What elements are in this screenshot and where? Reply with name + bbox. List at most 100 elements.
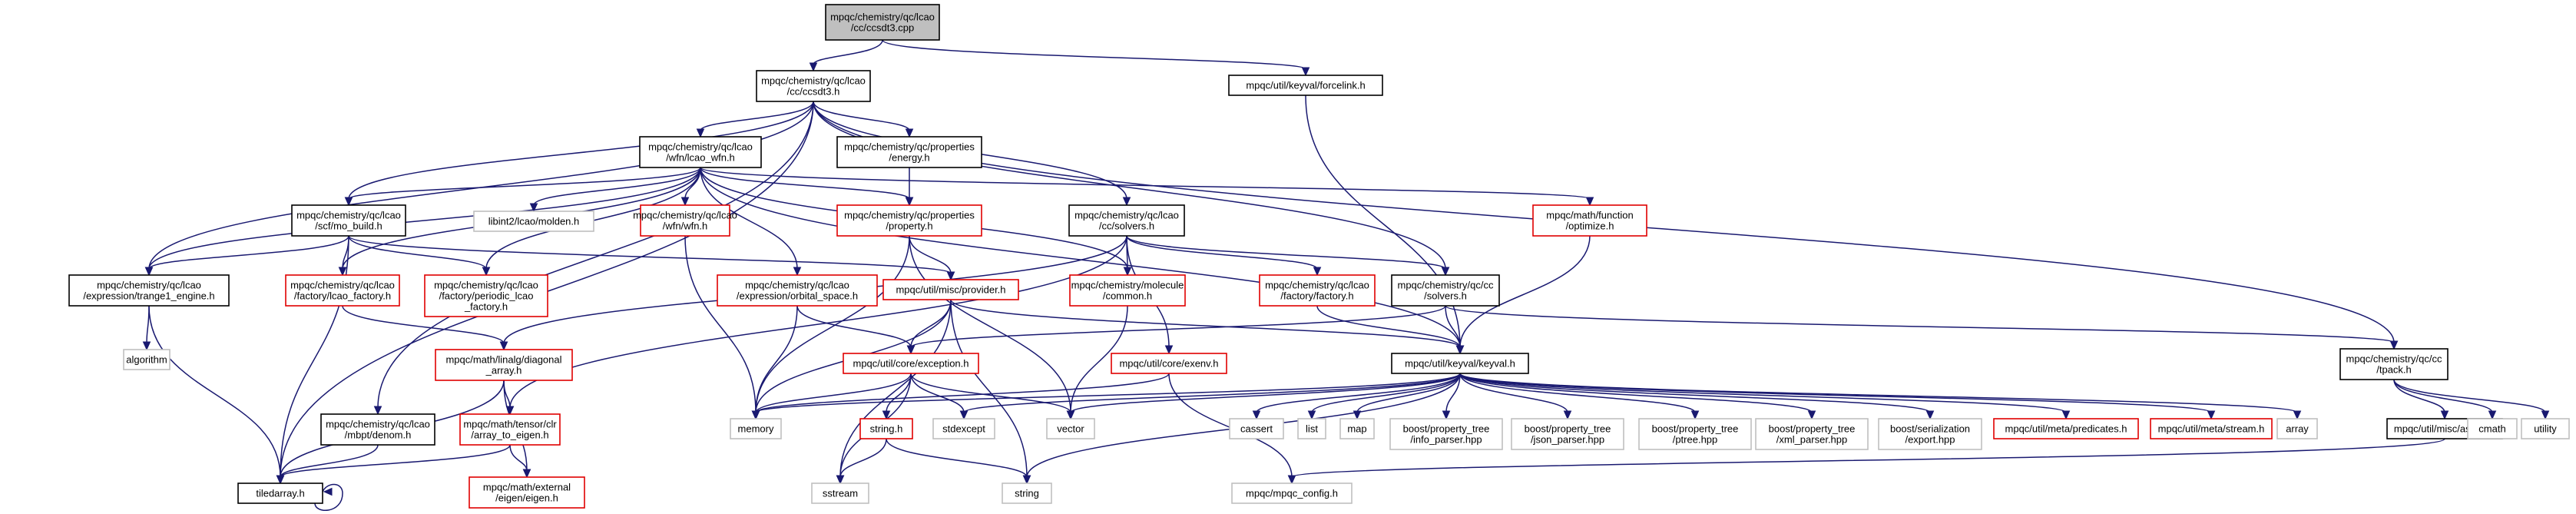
edge-arrow — [276, 235, 349, 485]
edge-arrow — [144, 101, 814, 277]
edge-arrow — [1287, 438, 2445, 485]
node-label: memory — [738, 423, 774, 435]
edge-arrow — [700, 167, 1594, 207]
edge-arrow — [751, 373, 1461, 420]
node-box — [882, 279, 1019, 300]
arrowhead — [1123, 267, 1132, 277]
node-label: list — [1306, 423, 1318, 435]
node-label: boost/property_tree — [1769, 423, 1856, 435]
node-mpqc-chemistry-qc-lcao-cc-ccsdt3-h[interactable]: mpqc/chemistry/qc/lcao/cc/ccsdt3.h — [756, 70, 871, 102]
node-box — [473, 211, 594, 232]
node-box — [291, 204, 406, 237]
arrowhead — [793, 267, 802, 277]
arrowhead — [1066, 410, 1075, 420]
node-mpqc-chemistry-qc-lcao-factory-periodic-lcao-factory-h[interactable]: mpqc/chemistry/qc/lcao/factory/periodic_… — [424, 274, 548, 317]
node-label: /wfn/lcao_wfn.h — [666, 152, 735, 164]
node-boost-property-tree-xml-parser-hpp: boost/property_tree/xml_parser.hpp — [1755, 418, 1869, 450]
edge-arrow — [1459, 373, 2302, 420]
edge-arrow — [696, 101, 814, 138]
node-mpqc-math-function-optimize-h[interactable]: mpqc/math/function/optimize.h — [1532, 204, 1647, 237]
node-mpqc-chemistry-qc-lcao-expression-trange1-engine-h[interactable]: mpqc/chemistry/qc/lcao/expression/trange… — [68, 274, 230, 307]
edge-arrow — [1316, 305, 1465, 355]
node-mpqc-chemistry-qc-properties-energy-h[interactable]: mpqc/chemistry/qc/properties/energy.h — [836, 136, 982, 168]
node-mpqc-chemistry-qc-lcao-wfn-wfn-h[interactable]: mpqc/chemistry/qc/lcao/wfn/wfn.h — [633, 204, 737, 237]
edge-arrow — [344, 167, 701, 207]
node-mpqc-chemistry-molecule-common-h[interactable]: mpqc/chemistry/molecule/common.h — [1069, 274, 1186, 307]
arrowhead — [142, 341, 151, 351]
node-label: map — [1347, 423, 1366, 435]
arrowhead — [906, 345, 916, 355]
node-mpqc-chemistry-qc-lcao-expression-orbital-space-h[interactable]: mpqc/chemistry/qc/lcao/expression/orbita… — [717, 274, 878, 307]
node-box — [1391, 353, 1529, 374]
node-string-h[interactable]: string.h — [859, 418, 913, 439]
node-mpqc-chemistry-qc-properties-property-h[interactable]: mpqc/chemistry/qc/properties/property.h — [836, 204, 982, 237]
node-mpqc-chemistry-qc-lcao-wfn-lcao-wfn-h[interactable]: mpqc/chemistry/qc/lcao/wfn/lcao_wfn.h — [639, 136, 762, 168]
arrowhead — [2488, 410, 2497, 420]
node-label: mpqc/mpqc_config.h — [1246, 488, 1338, 499]
node-box — [1755, 418, 1869, 450]
node-mpqc-util-misc-provider-h[interactable]: mpqc/util/misc/provider.h — [882, 279, 1019, 300]
node-box — [1111, 353, 1227, 374]
node-mpqc-util-core-exenv-h[interactable]: mpqc/util/core/exenv.h — [1111, 353, 1227, 374]
node-label: /factory/periodic_lcao — [439, 290, 534, 302]
node-mpqc-chemistry-qc-lcao-factory-factory-h[interactable]: mpqc/chemistry/qc/lcao/factory/factory.h — [1259, 274, 1376, 307]
arrowhead — [276, 475, 285, 485]
edge-arrow — [1459, 373, 2216, 420]
node-label: boost/property_tree — [1652, 423, 1739, 435]
arrowhead — [905, 197, 914, 207]
node-mpqc-util-meta-predicates-h[interactable]: mpqc/util/meta/predicates.h — [1993, 418, 2139, 439]
node-box — [459, 413, 561, 446]
node-label: mpqc/util/meta/predicates.h — [2005, 423, 2127, 435]
node-box — [237, 482, 323, 504]
node-label: /energy.h — [889, 152, 929, 164]
arrowhead — [1925, 410, 1935, 420]
node-mpqc-chemistry-qc-lcao-scf-mo-build-h[interactable]: mpqc/chemistry/qc/lcao/scf/mo_build.h — [291, 204, 406, 237]
node-box — [639, 136, 762, 168]
node-mpqc-chemistry-qc-lcao-factory-lcao-factory-h[interactable]: mpqc/chemistry/qc/lcao/factory/lcao_fact… — [285, 274, 400, 307]
node-tiledarray-h[interactable]: tiledarray.h — [237, 482, 323, 504]
node-label: mpqc/util/meta/stream.h — [2158, 423, 2265, 435]
node-label: mpqc/util/core/exception.h — [853, 358, 968, 370]
node-box — [1339, 418, 1375, 439]
nodes-layer: mpqc/chemistry/qc/lcao/cc/ccsdt3.cpp mpqc… — [68, 4, 2570, 509]
node-mpqc-math-linalg-diagonal-array-h[interactable]: mpqc/math/linalg/diagonal_array.h — [435, 349, 573, 381]
node-label: array — [2286, 423, 2309, 435]
node-boost-property-tree-ptree-hpp: boost/property_tree/ptree.hpp — [1638, 418, 1752, 450]
node-mpqc-util-meta-stream-h[interactable]: mpqc/util/meta/stream.h — [2150, 418, 2273, 439]
edge-arrow — [276, 444, 511, 485]
edge-arrow — [1459, 373, 1816, 420]
node-label: boost/serialization — [1890, 423, 1970, 435]
node-mpqc-math-external-eigen-eigen-h[interactable]: mpqc/math/external/eigen/eigen.h — [469, 476, 585, 509]
node-label: sstream — [823, 488, 858, 499]
arrowhead — [1252, 410, 1261, 420]
edge-arrow — [1459, 373, 2071, 420]
edge-arrow — [1252, 373, 1461, 420]
node-box — [825, 4, 940, 41]
edge-arrow — [314, 483, 343, 511]
node-sstream: sstream — [811, 482, 869, 504]
node-label: mpqc/chemistry/qc/cc — [2346, 353, 2442, 365]
arrowhead — [1301, 67, 1310, 77]
arrowhead — [1455, 345, 1465, 355]
node-label: boost/property_tree — [1525, 423, 1611, 435]
node-box — [2339, 348, 2449, 380]
edge-arrow — [684, 235, 760, 420]
node-mpqc-chemistry-qc-lcao-mbpt-denom-h[interactable]: mpqc/chemistry/qc/lcao/mbpt/denom.h — [320, 413, 435, 446]
edge-arrow — [1126, 235, 1450, 277]
arrowhead — [882, 410, 891, 420]
edge-arrow — [882, 373, 912, 420]
node-label: mpqc/chemistry/qc/lcao — [296, 210, 401, 221]
node-label: /cc/ccsdt3.cpp — [851, 22, 914, 34]
arrowhead — [2293, 410, 2302, 420]
node-label: mpqc/chemistry/qc/lcao — [633, 210, 737, 221]
node-mpqc-math-tensor-clr-array-to-eigen-h[interactable]: mpqc/math/tensor/clr/array_to_eigen.h — [459, 413, 561, 446]
arrowhead — [836, 475, 845, 485]
node-mpqc-chemistry-qc-lcao-cc-solvers-h[interactable]: mpqc/chemistry/qc/lcao/cc/solvers.h — [1068, 204, 1185, 237]
arrowhead — [482, 267, 491, 277]
node-mpqc-util-keyval-forcelink-h[interactable]: mpqc/util/keyval/forcelink.h — [1228, 75, 1383, 96]
edge-arrow — [342, 305, 508, 351]
node-mpqc-util-core-exception-h[interactable]: mpqc/util/core/exception.h — [843, 353, 979, 374]
node-mpqc-chemistry-qc-cc-tpack-h[interactable]: mpqc/chemistry/qc/cc/tpack.h — [2339, 348, 2449, 380]
node-mpqc-chemistry-qc-cc-solvers-h[interactable]: mpqc/chemistry/qc/cc/solvers.h — [1391, 274, 1500, 307]
node-mpqc-util-keyval-keyval-h[interactable]: mpqc/util/keyval/keyval.h — [1391, 353, 1529, 374]
